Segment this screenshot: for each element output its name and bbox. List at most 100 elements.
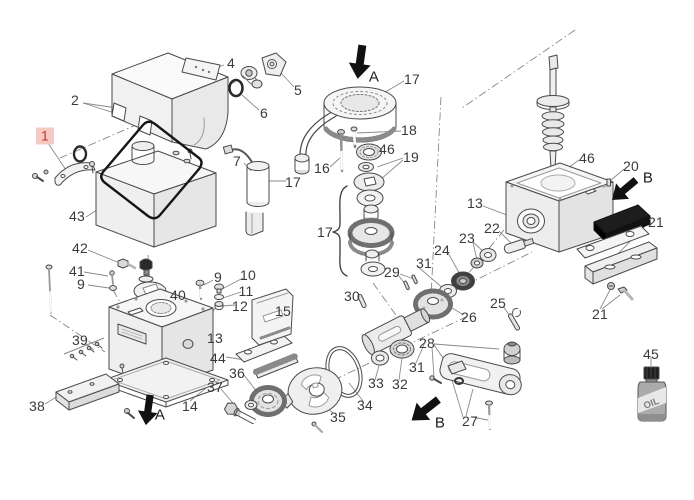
callout-24-26: 24 [434, 242, 450, 258]
motor-body-part [89, 120, 217, 248]
callout-9-6: 9 [77, 276, 85, 292]
callout-17-18: 17 [317, 224, 333, 240]
callout-4-2: 4 [227, 55, 235, 71]
seal-24 [451, 271, 475, 291]
callout-19-20: 19 [403, 149, 419, 165]
screws-39 [69, 341, 103, 361]
callout-31-34: 31 [409, 359, 425, 375]
callout-17-16: 17 [404, 71, 420, 87]
callout-13-12: 13 [467, 195, 483, 211]
callout-41-44: 41 [69, 263, 85, 279]
callout-38-41: 38 [29, 398, 45, 414]
bolt-9-right [195, 279, 205, 301]
callout-11-9: 11 [238, 283, 254, 299]
rotor-part [294, 86, 397, 175]
callout-45-48: 45 [643, 346, 659, 362]
callout-21-23: 21 [592, 306, 608, 322]
callout-23-25: 23 [459, 230, 475, 246]
pin-30 [357, 293, 367, 309]
release-key-part [181, 57, 221, 81]
base-plate-38 [55, 363, 135, 419]
callout-44-47: 44 [210, 350, 226, 366]
callout-13-11: 13 [207, 330, 223, 346]
callout-33-36: 33 [368, 375, 384, 391]
callout-32-35: 32 [392, 376, 408, 392]
callout-21-22: 21 [648, 214, 664, 230]
callout-7-5: 7 [233, 153, 241, 169]
callout-40-43: 40 [170, 287, 186, 303]
callout-30-32: 30 [344, 288, 360, 304]
callout-9-7: 9 [214, 269, 222, 285]
washer-stack [353, 162, 385, 222]
callout-2-1: 2 [71, 92, 79, 108]
plate-44 [235, 335, 293, 363]
pin-25 [508, 307, 522, 331]
bolt-16 [337, 129, 345, 173]
output-shaft-31 [361, 308, 431, 356]
callout-26-28: 26 [461, 309, 477, 325]
callout-37-40: 37 [207, 379, 223, 395]
bearing-46-center [356, 143, 382, 161]
callout-36-39: 36 [229, 365, 245, 381]
clamp-part-1 [32, 145, 96, 186]
callout-12-10: 12 [232, 298, 248, 314]
callout-46-49: 46 [379, 141, 395, 157]
drive-pin-22 [503, 238, 535, 254]
pinion-gear-17 [347, 218, 395, 277]
bolt-37 [223, 402, 256, 425]
callout-6-4: 6 [260, 105, 268, 121]
release-lever-assembly [429, 341, 522, 431]
release-cam-35 [280, 367, 343, 415]
callout-1-0: 1 [36, 127, 54, 145]
screw-18 [350, 126, 358, 149]
callout-29-31: 29 [384, 264, 400, 280]
callout-42-45: 42 [72, 240, 88, 256]
keys-29 [403, 274, 418, 290]
lock-bracket-part [240, 52, 287, 89]
screw-35 [311, 421, 324, 434]
bearing-32 [389, 339, 415, 359]
callout-43-46: 43 [69, 208, 85, 224]
bracket-15 [251, 288, 294, 346]
washers-23 [470, 248, 497, 269]
callout-17-17: 17 [285, 174, 301, 190]
callout-15-14: 15 [275, 303, 291, 319]
callout-18-19: 18 [401, 122, 417, 138]
callout-27-29: 27 [462, 413, 478, 429]
long-bolt-left [45, 264, 53, 314]
cap-10-washer-11-nut-12 [214, 283, 224, 310]
group-brace-17 [332, 185, 348, 277]
washer-37 [244, 400, 258, 410]
gear-housing-right [505, 162, 614, 253]
callout-5-3: 5 [294, 82, 302, 98]
screw-41-nut-9 [109, 270, 117, 291]
callout-16-15: 16 [314, 160, 330, 176]
callout-25-27: 25 [490, 295, 506, 311]
view-letter-B-54: B [434, 414, 446, 432]
hex-bolt-42 [117, 258, 137, 270]
view-letter-B-53: B [642, 169, 654, 187]
callout-20-21: 20 [623, 158, 639, 174]
callout-46-50: 46 [579, 150, 595, 166]
callout-39-42: 39 [72, 332, 88, 348]
callout-14-13: 14 [182, 398, 198, 414]
callout-34-37: 34 [357, 397, 373, 413]
callout-28-30: 28 [419, 335, 435, 351]
worm-shaft-part [536, 54, 570, 170]
oil-bottle-part [637, 366, 667, 422]
seal-33 [371, 350, 389, 366]
callout-10-8: 10 [240, 267, 256, 283]
o-ring-6 [228, 78, 244, 98]
capacitor-part [222, 144, 270, 236]
view-letter-A-52: A [154, 406, 166, 424]
flange-plate-14 [103, 357, 229, 408]
callout-22-24: 22 [484, 220, 500, 236]
view-letter-A-51: A [368, 68, 380, 86]
oil-bottle-label: OIL [642, 396, 661, 412]
callout-31-33: 31 [416, 255, 432, 271]
callout-35-38: 35 [330, 409, 346, 425]
rack-strip-part [253, 353, 299, 379]
